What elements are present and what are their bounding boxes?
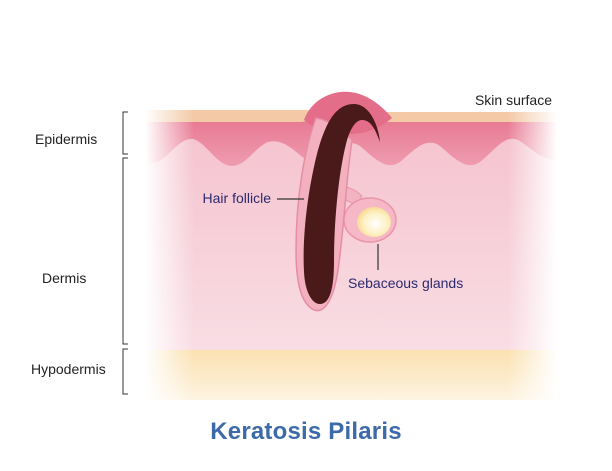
diagram-title: Keratosis Pilaris xyxy=(210,418,402,445)
epidermis-bracket xyxy=(122,111,128,155)
skin-surface-label: Skin surface xyxy=(475,92,552,108)
dermis-label: Dermis xyxy=(42,270,86,286)
sebaceous-glands-label: Sebaceous glands xyxy=(348,275,463,291)
layer-brackets xyxy=(122,111,128,395)
hair-shaft xyxy=(303,104,380,304)
hair-follicle-label: Hair follicle xyxy=(203,190,272,206)
epidermis-label: Epidermis xyxy=(35,131,97,147)
hypodermis-label: Hypodermis xyxy=(31,361,106,377)
hypodermis-bracket xyxy=(122,348,128,395)
skin-layers xyxy=(145,110,557,400)
side-fade xyxy=(145,110,557,400)
sebaceous-gland-core xyxy=(357,207,391,237)
dermis-bracket xyxy=(122,157,128,345)
